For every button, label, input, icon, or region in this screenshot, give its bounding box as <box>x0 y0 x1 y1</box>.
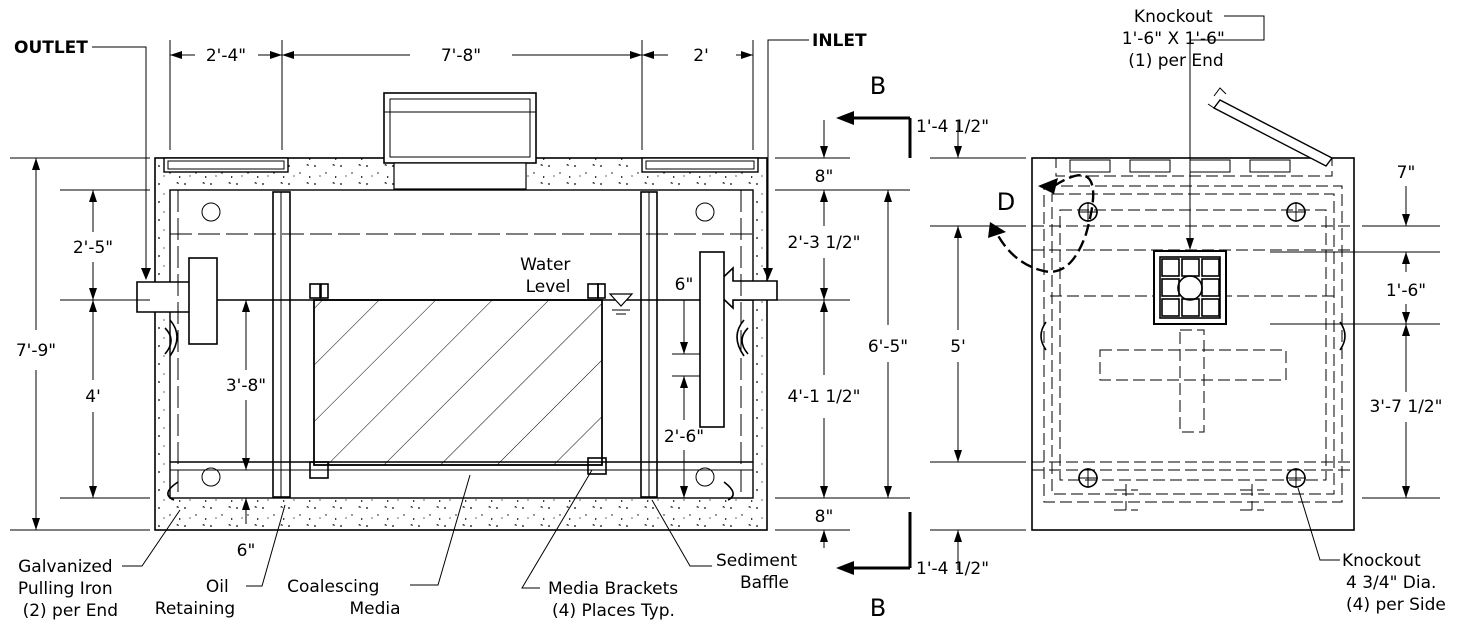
water-level-label: Water Level <box>520 255 576 297</box>
pulling-iron-label: Galvanized Pulling Iron (2) per End <box>18 557 118 620</box>
dim-inner-height: 6'-5" <box>868 337 908 357</box>
end-view: D <box>988 87 1355 531</box>
dim-top-left: 2'-4" <box>206 46 246 66</box>
dim-cover-top: 1'-4 1/2" <box>916 117 989 137</box>
dim-bottom-gap: 6" <box>237 541 256 561</box>
section-callouts: Galvanized Pulling Iron (2) per End Oil … <box>18 469 803 620</box>
dim-bottom-slab: 8" <box>815 507 834 527</box>
water-level-line-2: Level <box>526 277 571 297</box>
knockout-top-label: Knockout 1'-6" X 1'-6" (1) per End <box>1122 7 1230 71</box>
dim-top-slab: 8" <box>815 167 834 187</box>
dim-overall-height: 7'-9" <box>16 341 56 361</box>
dim-left-upper: 2'-5" <box>73 238 113 258</box>
pulling-iron <box>164 327 172 355</box>
detail-marker: D <box>997 188 1015 216</box>
section-right-dimensions: 8" 2'-3 1/2" 4'-1 1/2" 8" 6'-5" <box>775 120 910 548</box>
inlet-dimensions: 6" 2'-6" <box>664 275 704 498</box>
coalescing-media <box>313 299 603 466</box>
knockout-bottom-label: Knockout 4 3/4" Dia. (4) per Side <box>1342 551 1446 615</box>
section-cut-markers: B 1'-4 1/2" 1'-4 1/2" B <box>836 72 989 620</box>
coalescing-media-label: Coalescing Media <box>287 577 400 619</box>
manway-cover <box>383 92 537 164</box>
oil-baffle-dimension: 3'-8" 6" <box>226 300 266 561</box>
section-marker-bottom: B <box>870 594 886 620</box>
dim-left-lower: 4' <box>85 387 101 407</box>
end-knockout <box>1153 250 1227 325</box>
media-brackets-label: Media Brackets (4) Places Typ. <box>548 579 684 620</box>
outlet-label: OUTLET <box>14 38 88 58</box>
oil-retaining-label: Oil Retaining <box>155 577 235 619</box>
section-marker-top: B <box>870 72 886 100</box>
dim-top-mid: 7'-8" <box>441 46 481 66</box>
sediment-baffle-label: Sediment Baffle <box>716 551 803 593</box>
dim-oil-baffle: 3'-8" <box>226 376 266 396</box>
dim-end-lower: 3'-7 1/2" <box>1369 397 1442 417</box>
open-hatch <box>1212 99 1334 167</box>
dim-right-upper: 2'-3 1/2" <box>787 233 860 253</box>
dim-cover-bottom: 1'-4 1/2" <box>916 559 989 579</box>
dim-end-knockout: 1'-6" <box>1386 281 1426 301</box>
media-bracket <box>309 461 329 479</box>
dim-end-height: 5' <box>950 337 966 357</box>
section-left-dimensions: 7'-9" 2'-5" 4' <box>10 157 150 531</box>
section-top-dimensions: 2'-4" 7'-8" 2' <box>169 40 754 150</box>
dim-right-lower: 4'-1 1/2" <box>787 387 860 407</box>
inlet-label: INLET <box>812 31 867 51</box>
end-view-dimensions: 5' 7" 1'-6" 3'-7 1/2" <box>930 120 1443 570</box>
dim-inlet-drop: 6" <box>675 275 694 295</box>
water-level-line-1: Water <box>520 255 570 275</box>
dim-sediment-height: 2'-6" <box>664 427 704 447</box>
end-view-callouts: Knockout 1'-6" X 1'-6" (1) per End Knock… <box>1122 7 1446 615</box>
dim-top-right: 2' <box>693 46 709 66</box>
section-view <box>136 92 778 531</box>
water-level-icon <box>608 293 634 307</box>
dim-end-top: 7" <box>1397 163 1416 183</box>
